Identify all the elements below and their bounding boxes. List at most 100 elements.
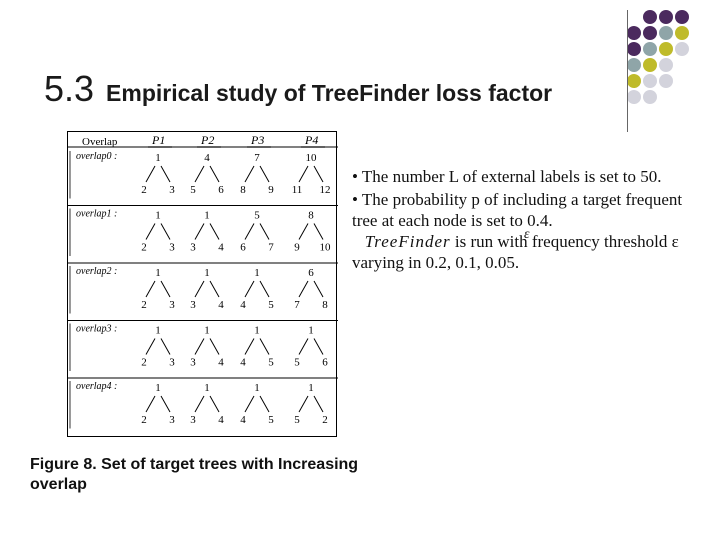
tree-left-child: 2	[141, 299, 147, 311]
tree-right-child: 5	[268, 357, 274, 369]
tree-edge	[209, 395, 220, 413]
tree-root: 1	[155, 152, 161, 164]
tree-edge	[145, 280, 156, 298]
tree-right-child: 3	[169, 299, 175, 311]
tree-edge	[259, 338, 270, 355]
tree-root: 1	[204, 382, 210, 394]
tree-left-child: 4	[240, 357, 246, 369]
tree-right-child: 8	[322, 299, 328, 311]
tree-left-child: 2	[141, 184, 147, 196]
tree-root: 1	[308, 325, 314, 337]
tree-root: 1	[204, 210, 210, 222]
tree-left-child: 2	[141, 357, 147, 369]
epsilon-glyph: ε	[524, 227, 530, 242]
title-text: Empirical study of TreeFinder loss facto…	[106, 80, 553, 106]
tree-edge	[209, 338, 220, 355]
tree-edge	[259, 280, 270, 298]
tree-edge	[298, 223, 309, 240]
bullet-external-labels: • The number L of external labels is set…	[352, 167, 662, 186]
tree-edge	[209, 223, 220, 240]
tree-left-child: 4	[240, 299, 246, 311]
bullet-probability: • The probability p of including a targe…	[352, 190, 683, 230]
decorative-dot	[659, 26, 673, 40]
decorative-dot	[659, 58, 673, 72]
decorative-dot	[643, 58, 657, 72]
tree-root: 1	[204, 267, 210, 279]
tree-right-child: 6	[218, 184, 224, 196]
tree-root: 1	[155, 325, 161, 337]
tree-edge	[313, 280, 324, 298]
tree-left-child: 4	[240, 414, 246, 426]
target-tree: 7 8 9	[240, 152, 274, 196]
tree-root: 1	[254, 382, 260, 394]
overlap-label: overlap1 :	[76, 209, 117, 220]
tree-edge	[259, 165, 270, 183]
target-tree: 1 2 3	[141, 152, 175, 196]
tree-root: 1	[155, 382, 161, 394]
overlap-label: overlap3 :	[76, 324, 117, 335]
tree-edge	[244, 338, 255, 355]
tree-edge	[145, 395, 156, 413]
tree-root: 4	[204, 152, 210, 164]
tree-edge	[298, 338, 309, 355]
tree-right-child: 4	[218, 242, 224, 254]
tree-right-child: 5	[268, 299, 274, 311]
tree-root: 1	[254, 267, 260, 279]
tree-edge	[160, 338, 171, 355]
tree-edge	[194, 280, 205, 298]
tree-edge	[313, 395, 324, 413]
tree-edge	[209, 165, 220, 183]
decorative-dot	[627, 74, 641, 88]
tree-left-child: 3	[190, 357, 196, 369]
decorative-dot	[643, 90, 657, 104]
tree-edge	[298, 165, 309, 183]
tree-right-child: 3	[169, 242, 175, 254]
tree-edge	[160, 223, 171, 240]
tree-edge	[145, 165, 156, 183]
tree-edge	[194, 165, 205, 183]
tree-edge	[145, 223, 156, 240]
tree-root: 5	[254, 210, 260, 222]
decorative-dot	[627, 90, 641, 104]
tree-edge	[298, 280, 309, 298]
tree-left-child: 7	[294, 299, 300, 311]
tree-right-child: 4	[218, 357, 224, 369]
tree-right-child: 9	[268, 184, 274, 196]
target-tree: 1 4 5	[240, 267, 274, 311]
figure-caption: Figure 8. Set of target trees with Incre…	[30, 456, 359, 493]
tree-root: 7	[254, 152, 260, 164]
bullet-treefinder: TreeFinder is run with frequency thresho…	[352, 231, 707, 273]
treefinder-name: TreeFinder	[364, 232, 451, 251]
tree-edge	[194, 338, 205, 355]
tree-right-child: 3	[169, 184, 175, 196]
decorative-dot	[659, 42, 673, 56]
tree-edge	[313, 338, 324, 355]
decorative-dot	[643, 42, 657, 56]
tree-root: 8	[308, 210, 314, 222]
tree-left-child: 8	[240, 184, 246, 196]
tree-right-child: 12	[320, 184, 331, 196]
tree-left-child: 3	[190, 414, 196, 426]
tree-right-child: 4	[218, 299, 224, 311]
decorative-dot	[675, 42, 689, 56]
tree-edge	[244, 223, 255, 240]
tree-right-child: 6	[322, 357, 328, 369]
vertical-divider	[627, 10, 628, 132]
tree-edge	[160, 395, 171, 413]
tree-edge	[194, 395, 205, 413]
decorative-dot	[643, 26, 657, 40]
tree-edge	[160, 280, 171, 298]
tree-edge	[244, 280, 255, 298]
tree-edge	[209, 280, 220, 298]
